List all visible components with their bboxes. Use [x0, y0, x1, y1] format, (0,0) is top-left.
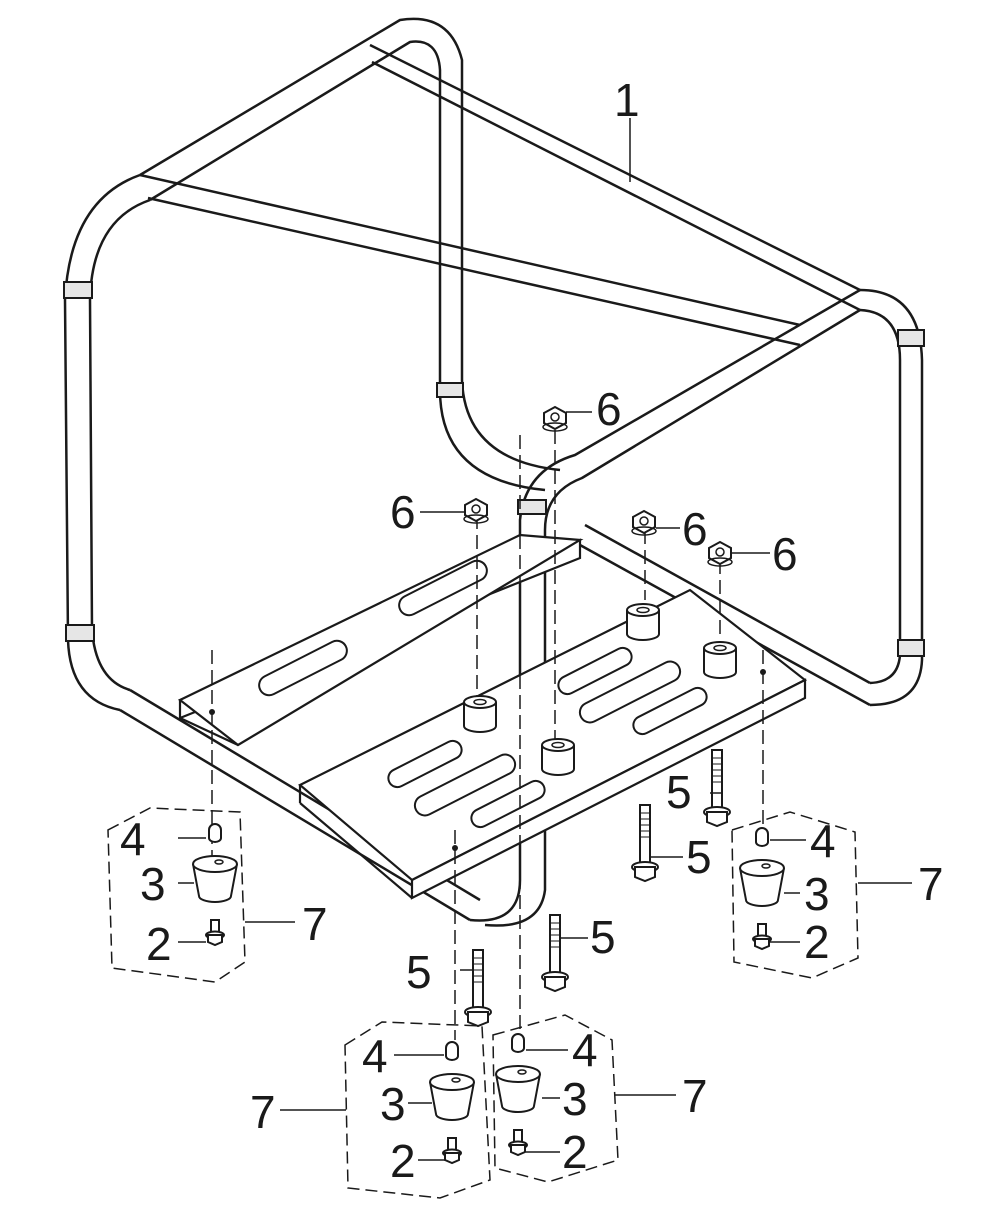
mounting-holes [209, 669, 766, 851]
bolt-part5 [703, 749, 731, 827]
base-plate-right [298, 588, 808, 900]
callout-2: 2 [562, 1126, 588, 1178]
foot-assembly-left [107, 807, 246, 983]
callout-6: 6 [682, 503, 708, 555]
callout-7: 7 [918, 858, 944, 910]
callout-4: 4 [120, 813, 146, 865]
callout-4: 4 [362, 1030, 388, 1082]
callout-1: 1 [614, 74, 640, 126]
callout-6: 6 [390, 486, 416, 538]
nut-part6 [463, 498, 489, 524]
spacer [541, 738, 575, 776]
callout-5: 5 [406, 946, 432, 998]
callout-2: 2 [146, 918, 172, 970]
callout-3: 3 [804, 868, 830, 920]
callout-4: 4 [810, 815, 836, 867]
bolt-part5 [541, 914, 569, 992]
nut-part6 [631, 510, 657, 536]
leader-lines [178, 118, 912, 1161]
callout-3: 3 [140, 858, 166, 910]
callout-5: 5 [666, 766, 692, 818]
nut-part6 [542, 406, 568, 432]
foot-assembly-bottom-left [344, 1021, 491, 1199]
callout-labels: 1 6 6 6 6 5 5 5 5 4 3 2 7 4 3 2 7 4 3 2 … [120, 74, 944, 1187]
spacer [703, 641, 737, 679]
callout-4: 4 [572, 1024, 598, 1076]
callout-5: 5 [590, 911, 616, 963]
nut-part6 [707, 541, 733, 567]
spacer [626, 603, 660, 641]
spacer [463, 695, 497, 733]
bolt-part5 [631, 804, 659, 882]
plate-slots [258, 559, 708, 829]
foot-assembly-bottom-right [492, 1014, 619, 1183]
callout-3: 3 [562, 1073, 588, 1125]
callout-7: 7 [682, 1070, 708, 1122]
callout-5: 5 [686, 831, 712, 883]
callout-7: 7 [302, 898, 328, 950]
callout-3: 3 [380, 1078, 406, 1130]
callout-6: 6 [596, 383, 622, 435]
bolt-part5 [464, 949, 492, 1027]
callout-2: 2 [804, 916, 830, 968]
foot-assembly-right [731, 811, 859, 979]
callout-6: 6 [772, 528, 798, 580]
callout-7: 7 [250, 1086, 276, 1138]
tube-joints [63, 281, 925, 657]
callout-2: 2 [390, 1135, 416, 1187]
base-plate-left [177, 533, 584, 747]
